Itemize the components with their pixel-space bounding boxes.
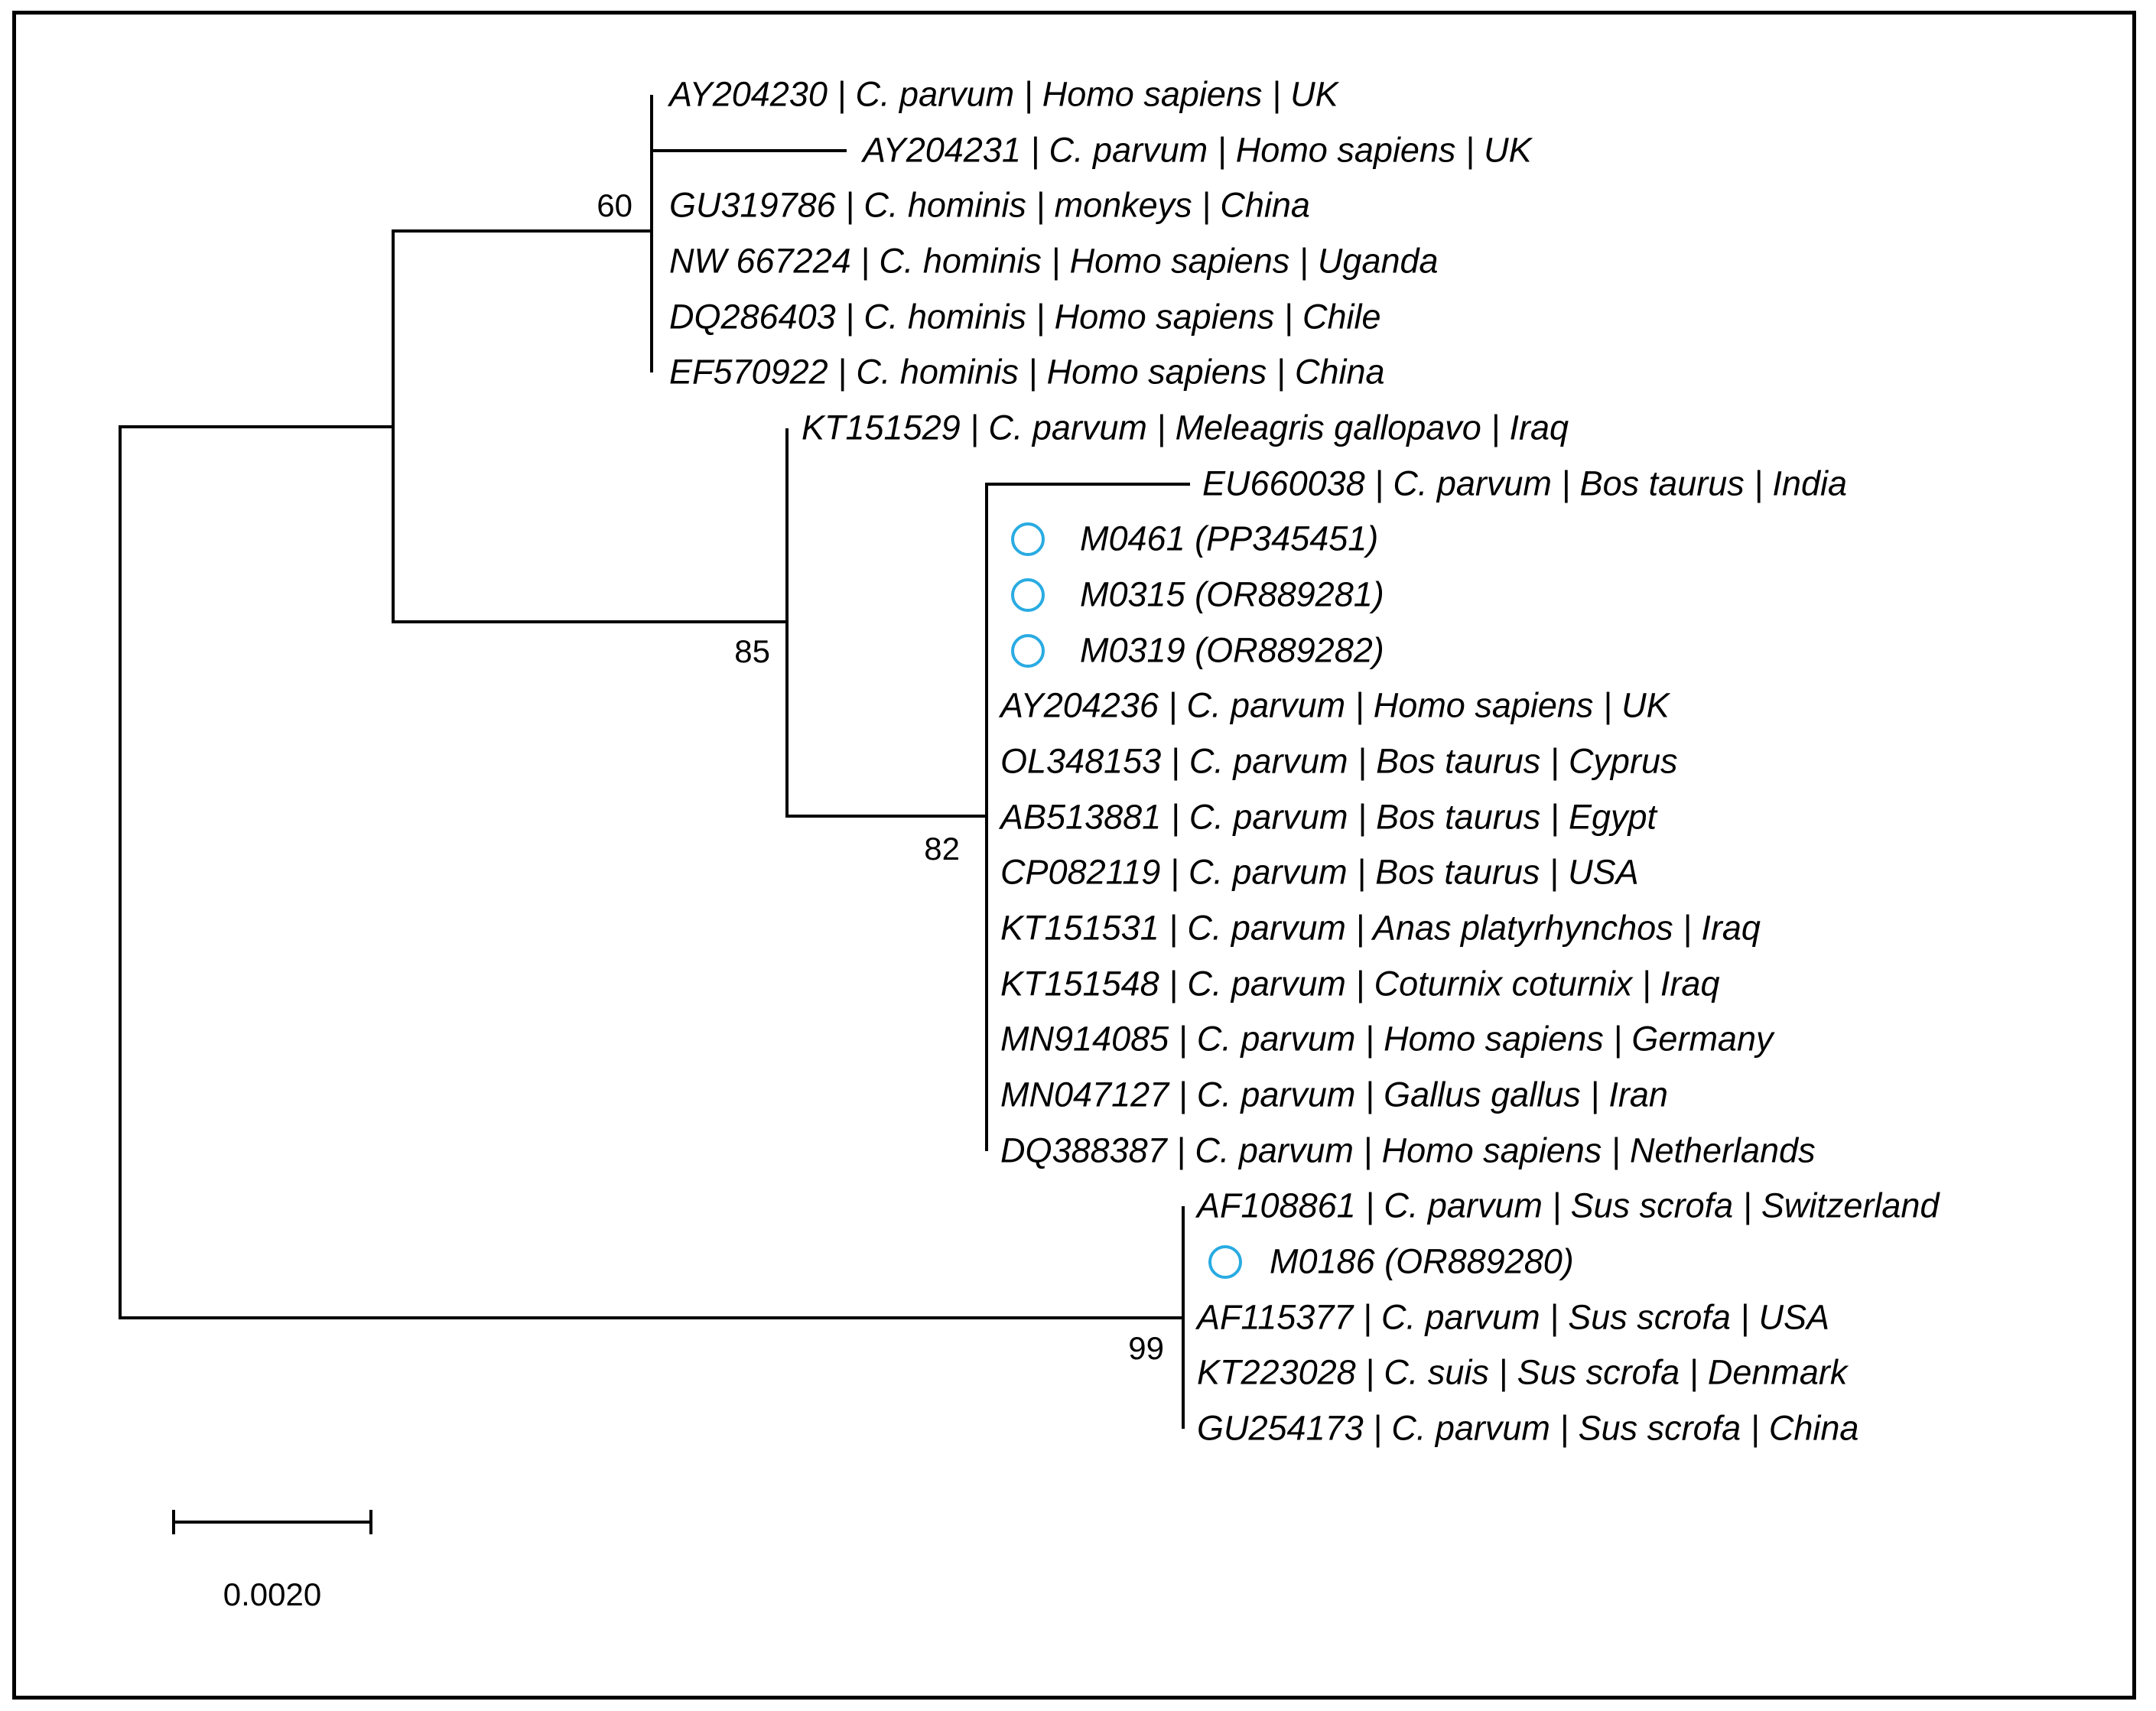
- highlight-circle-icon: [1011, 634, 1045, 668]
- figure-border: [12, 11, 2136, 1700]
- bootstrap-value-60: 60: [597, 187, 632, 223]
- branch-line-horizontal-node-a-to-clade-60: [392, 229, 653, 233]
- taxon-label: KT151548 | C. parvum | Coturnix coturnix…: [1000, 964, 1720, 1004]
- taxon-label: KT151531 | C. parvum | Anas platyrhyncho…: [1000, 908, 1761, 948]
- taxon-label: KT151529 | C. parvum | Meleagris gallopa…: [802, 408, 1569, 447]
- bootstrap-value-99: 99: [1128, 1330, 1164, 1366]
- scale-bar-right-tick: [369, 1510, 372, 1534]
- branch-line-horizontal-node-a-to-clade-85: [392, 620, 789, 623]
- taxon-label: OL348153 | C. parvum | Bos taurus | Cypr…: [1000, 741, 1678, 781]
- taxon-label: AF115377 | C. parvum | Sus scrofa | USA: [1197, 1297, 1830, 1337]
- taxon-label: CP082119 | C. parvum | Bos taurus | USA: [1000, 852, 1639, 892]
- branch-line-horizontal-clade-85-to-clade-82: [785, 815, 988, 818]
- bootstrap-value-82: 82: [924, 831, 960, 867]
- taxon-label: AY204230 | C. parvum | Homo sapiens | UK: [669, 74, 1338, 114]
- taxon-label: AF108861 | C. parvum | Sus scrofa | Swit…: [1197, 1186, 1940, 1225]
- scale-bar-label: 0.0020: [223, 1576, 322, 1612]
- taxon-label: DQ286403 | C. hominis | Homo sapiens | C…: [669, 297, 1381, 337]
- taxon-label: GU254173 | C. parvum | Sus scrofa | Chin…: [1197, 1408, 1859, 1448]
- taxon-label: DQ388387 | C. parvum | Homo sapiens | Ne…: [1000, 1130, 1816, 1170]
- taxon-label: GU319786 | C. hominis | monkeys | China: [669, 185, 1310, 225]
- taxon-label: EF570922 | C. hominis | Homo sapiens | C…: [669, 352, 1385, 392]
- highlight-circle-icon: [1011, 522, 1045, 556]
- branch-line-horizontal-branch-AY204231: [650, 149, 847, 152]
- taxon-label-highlighted: M0315 (OR889281): [1080, 574, 1384, 614]
- taxon-label: MN047127 | C. parvum | Gallus gallus | I…: [1000, 1075, 1668, 1114]
- branch-line-vertical-clade-60: [650, 95, 653, 372]
- taxon-label: KT223028 | C. suis | Sus scrofa | Denmar…: [1197, 1352, 1848, 1392]
- highlight-circle-icon: [1011, 578, 1045, 612]
- taxon-label-highlighted: M0461 (PP345451): [1080, 519, 1379, 558]
- branch-line-horizontal-branch-EU660038: [985, 483, 1190, 486]
- branch-line-horizontal-root-to-node-a: [119, 425, 395, 428]
- taxon-label: MN914085 | C. parvum | Homo sapiens | Ge…: [1000, 1019, 1774, 1059]
- scale-bar-left-tick: [172, 1510, 175, 1534]
- taxon-label: EU660038 | C. parvum | Bos taurus | Indi…: [1202, 464, 1848, 503]
- taxon-label: AY204231 | C. parvum | Homo sapiens | UK: [863, 130, 1532, 170]
- taxon-label: AB513881 | C. parvum | Bos taurus | Egyp…: [1000, 797, 1657, 837]
- branch-line-horizontal-root-to-clade-99: [119, 1316, 1185, 1319]
- scale-bar-line: [174, 1521, 371, 1524]
- bootstrap-value-85: 85: [734, 633, 770, 669]
- taxon-label-highlighted: M0186 (OR889280): [1270, 1241, 1574, 1281]
- taxon-label: AY204236 | C. parvum | Homo sapiens | UK: [1000, 685, 1670, 725]
- taxon-label: NW 667224 | C. hominis | Homo sapiens | …: [669, 241, 1439, 281]
- branch-line-vertical-clade-82: [985, 484, 988, 1151]
- taxon-label-highlighted: M0319 (OR889282): [1080, 630, 1384, 670]
- highlight-circle-icon: [1208, 1245, 1242, 1279]
- branch-line-vertical-root: [119, 427, 122, 1318]
